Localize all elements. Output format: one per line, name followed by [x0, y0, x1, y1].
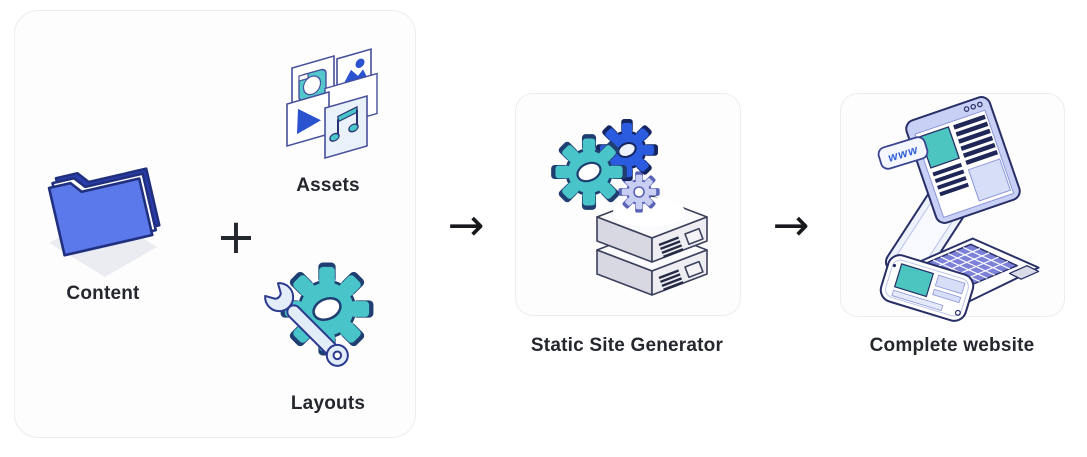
layouts-gear: [280, 262, 374, 356]
gear-lavender: [618, 171, 660, 213]
phone: [879, 254, 975, 322]
folder-icon: [47, 167, 161, 277]
content-label: Content: [66, 283, 140, 304]
triangle-card: [286, 90, 330, 148]
laptop-phone-icon: www: [877, 96, 1040, 322]
website-label: Complete website: [869, 335, 1035, 356]
generator-label: Static Site Generator: [530, 335, 724, 356]
gear-blue: [596, 119, 658, 181]
plus-sign: +: [215, 209, 257, 265]
arrow-right-icon: →: [447, 199, 485, 251]
arrow-right-icon: →: [772, 199, 810, 251]
layouts-label: Layouts: [290, 393, 366, 414]
gear-teal: [551, 134, 627, 210]
inputs-card: Content +: [14, 10, 416, 438]
website-card: www: [840, 93, 1065, 322]
layouts-wrench: [264, 282, 349, 367]
wrench-gear-icon: [264, 262, 374, 367]
folder-shape: [47, 167, 161, 257]
music-card: [324, 94, 368, 160]
touchpad: [1008, 265, 1040, 280]
server-gears-icon: [551, 119, 708, 296]
browser-window: [905, 96, 1021, 224]
www-tag: www: [877, 136, 929, 170]
assets-label: Assets: [296, 175, 360, 196]
generator-card: [515, 93, 741, 316]
media-files-icon: [286, 48, 378, 160]
